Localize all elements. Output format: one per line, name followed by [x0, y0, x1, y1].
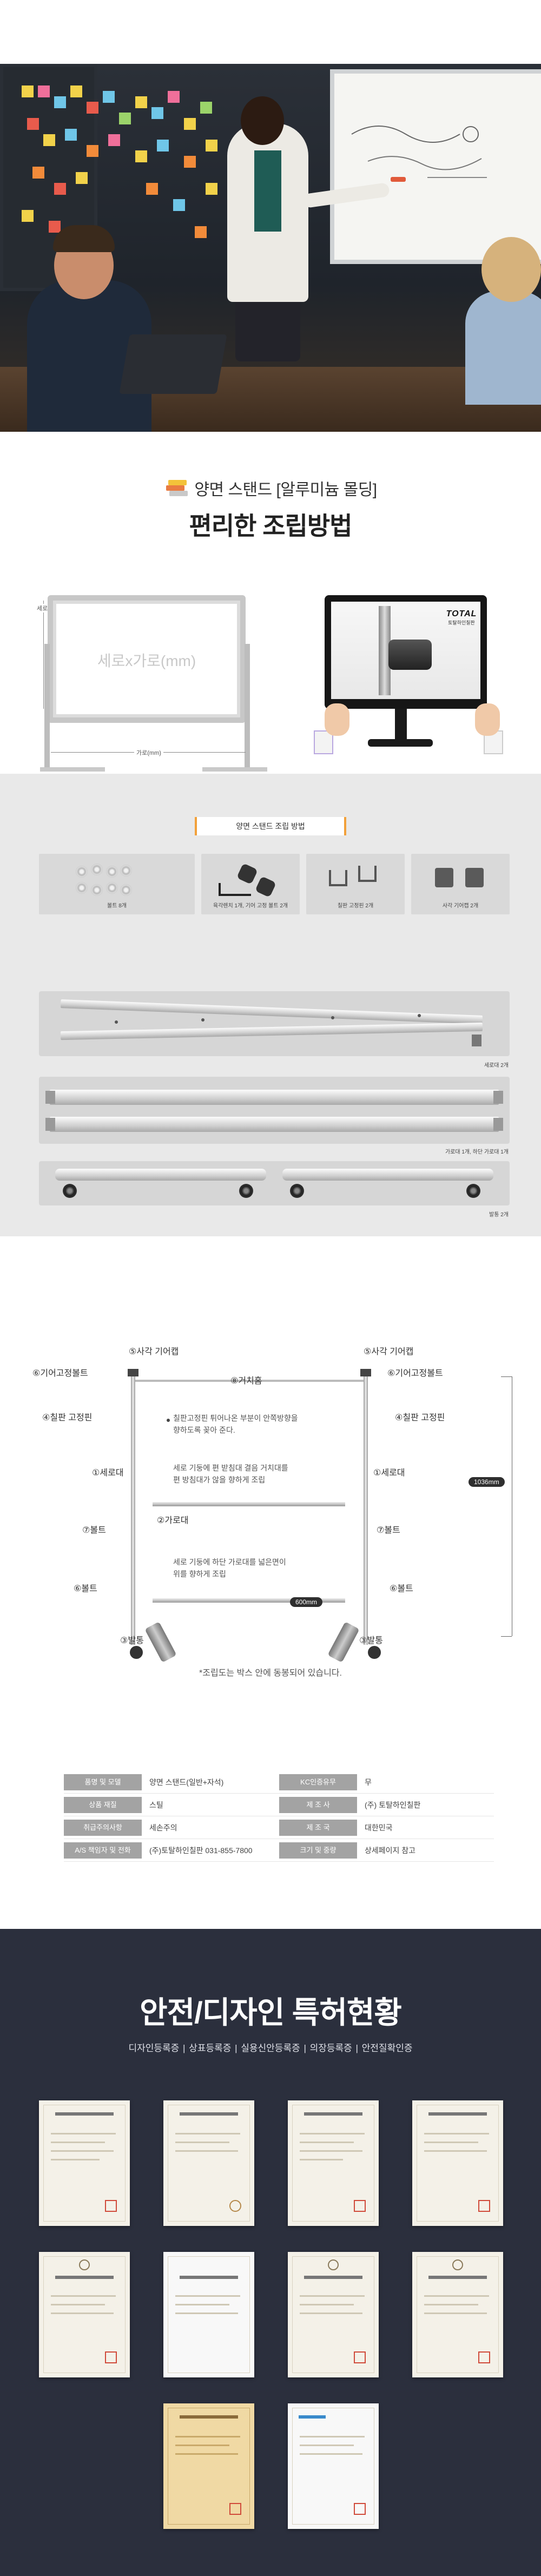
right-foot — [327, 1622, 360, 1663]
part-board-pin: 칠판 고정핀 2개 — [306, 854, 405, 914]
total-logo: TOTAL 토탈하인칠판 — [446, 609, 477, 625]
part-feet — [39, 1161, 510, 1205]
rail-vertical-label: 세로대 2개 — [484, 1063, 509, 1069]
laptop — [119, 334, 227, 394]
board-frame: 세로x가로(mm) — [48, 595, 246, 723]
certificate-image — [163, 2403, 254, 2529]
certificate-image — [163, 2252, 254, 2377]
certificate-image — [39, 2252, 130, 2377]
part-gear-cap: 사각 기어캡 2개 — [411, 854, 510, 914]
rail-horizontal-label: 가로대 1개, 하단 가로대 1개 — [445, 1149, 509, 1155]
certificate-image — [288, 2403, 379, 2529]
certificate-image — [412, 2100, 503, 2226]
certificate-image — [412, 2252, 503, 2377]
whiteboard — [330, 69, 541, 264]
assembly-title-block: 양면 스탠드 [알루미늄 몰딩] 편리한 조립방법 — [0, 476, 541, 542]
part-bolts: 볼트 8개 — [39, 854, 195, 914]
notepad-icon — [164, 479, 189, 497]
assembly-footnote: *조립도는 박스 안에 동봉되어 있습니다. — [199, 1669, 342, 1678]
patent-title: 안전/디자인 특허현황 — [140, 1995, 402, 2030]
spec-row: 취급주의사항 세손주의 제 조 국 대한민국 — [64, 1816, 494, 1839]
size-label: 세로x가로(mm) — [97, 653, 196, 669]
sticky-notes-wall — [11, 75, 238, 253]
certificate-image — [39, 2100, 130, 2226]
spec-row: 품명 및 모델 양면 스탠드(일반+자석) KC인증유무 무 — [64, 1771, 494, 1794]
width-label: 가로(mm) — [134, 748, 163, 757]
board-scribble — [351, 126, 487, 178]
rail-vertical — [39, 991, 510, 1056]
left-post — [131, 1374, 135, 1645]
rail-horizontal — [39, 1077, 510, 1144]
hero-meeting-photo — [0, 64, 541, 432]
assembly-diagram: ⑤사각 기어캡 ⑤사각 기어캡 ⑥기어고정볼트 ⑥기어고정볼트 ⑧거치홈 ④칠판… — [0, 1320, 541, 1699]
marker — [391, 177, 406, 182]
lower-bar — [153, 1598, 345, 1603]
horizontal-bar — [153, 1502, 345, 1506]
knob-closeup: TOTAL 토탈하인칠판 — [314, 595, 503, 757]
spec-row: 상품 재질 스틸 제 조 사 (주) 토탈하인칠판 — [64, 1794, 494, 1816]
spec-row: A/S 책임자 및 전화 (주)토탈하인칠판 031-855-7800 크기 및… — [64, 1839, 494, 1862]
note-horizontal: 세로 기둥에 편 받침대 결음 거치대를 편 방침대가 않을 향하게 조립 — [173, 1464, 288, 1484]
patent-section: 안전/디자인 특허현황 디자인등록증 | 상표등록증 | 실용신안등록증 | 의… — [0, 1929, 541, 2576]
page-title: 편리한 조립방법 — [189, 512, 352, 540]
part-hex-wrench: 육각렌치 1개, 기어 고정 볼트 2개 — [201, 854, 300, 914]
parts-tag: 양면 스탠드 조립 방법 — [195, 817, 346, 835]
left-foot — [144, 1622, 177, 1663]
height-dimension: 1036mm — [469, 1477, 505, 1487]
right-post — [364, 1374, 368, 1645]
note-lower-bar: 세로 기둥에 하단 가로대를 넓은면이 위를 향하게 조립 — [173, 1558, 286, 1578]
hand-left — [325, 703, 349, 736]
certificate-image — [163, 2100, 254, 2226]
patent-subtitle: 디자인등록증 | 상표등록증 | 실용신안등록증 | 의장등록증 | 안전질확인… — [128, 2043, 413, 2053]
width-dimension: 600mm — [290, 1597, 323, 1607]
certificate-image — [288, 2100, 379, 2226]
board-size-diagram: 세로(mm) 세로x가로(mm) 가로(mm) — [37, 595, 267, 779]
hand-right — [475, 703, 500, 736]
certificate-image — [288, 2252, 379, 2377]
subtitle: 양면 스탠드 [알루미늄 몰딩] — [164, 476, 377, 500]
note-board-pin: 칠판고정핀 튀어나온 부분이 안쪽방향을 향하도록 꽂아 준다. — [173, 1414, 298, 1434]
gear-knob — [388, 640, 432, 670]
feet-label: 발통 2개 — [489, 1212, 509, 1218]
spec-table: 품명 및 모델 양면 스탠드(일반+자석) KC인증유무 무 상품 재질 스틸 … — [64, 1771, 494, 1862]
